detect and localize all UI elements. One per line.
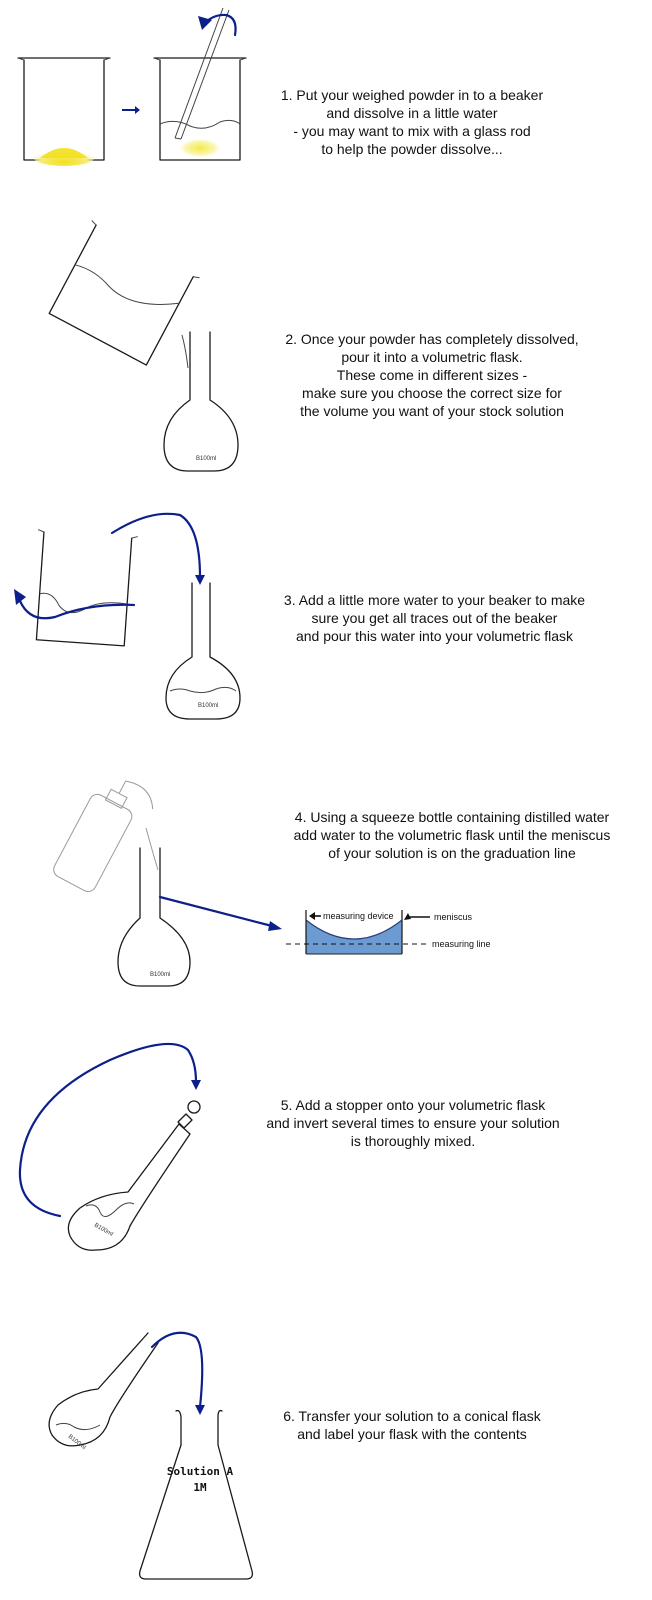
step-3-illustration: B100ml [14,512,241,720]
step-2-instructions: 2. Once your powder has completely disso… [262,330,602,420]
text-line: and label your flask with the contents [297,1426,527,1442]
text-line: and dissolve in a little water [326,105,498,121]
step-4: B100ml measuring device meniscus meas [0,770,652,1000]
text-line: 2. Once your powder has completely disso… [285,331,579,347]
water-stream [145,827,159,871]
step-4-illustration: B100ml measuring device meniscus meas [53,780,491,987]
flask-label: B100ml [198,703,218,709]
flask-label: B100ml [93,1223,114,1238]
text-line: is thoroughly mixed. [350,1133,476,1149]
measuring-line-label: measuring line [432,939,491,949]
stopper [187,1100,201,1114]
conical-flask-label-concentration: 1M [193,1481,207,1494]
step-6: B100ml Solution A 1M 6. Transfer your so… [0,1325,652,1595]
stoppered-volumetric-flask: B100ml [67,1100,201,1251]
step-2-illustration: B100ml [48,220,239,472]
step-3-instructions: 3. Add a little more water to your beake… [262,591,607,645]
stir-arrow-icon [198,13,237,37]
meniscus-liquid [306,920,402,954]
step-5: B100ml 5. Add a stopper onto your volume… [0,1040,652,1270]
step-1-illustration [17,7,247,166]
flask-label: B100ml [150,972,170,978]
step-6-instructions: 6. Transfer your solution to a conical f… [262,1407,562,1443]
powder-pile [40,148,88,158]
transfer-arrow-icon [150,1331,205,1415]
conical-flask: Solution A 1M [138,1409,254,1580]
zoom-arrow-icon [158,895,282,931]
pour-stream [181,334,189,369]
text-line: sure you get all traces out of the beake… [311,610,558,626]
text-line: 4. Using a squeeze bottle containing dis… [294,809,610,825]
meniscus-pointer-icon [404,913,430,920]
volumetric-flask: B100ml [165,582,241,720]
text-line: 3. Add a little more water to your beake… [283,592,586,608]
swirl-arrow-icon [14,589,136,620]
step-1-instructions: 1. Put your weighed powder in to a beake… [262,86,562,158]
pour-arrow-icon [110,512,205,585]
text-line: of your solution is on the graduation li… [328,845,576,861]
text-line: - you may want to mix with a glass rod [293,123,531,139]
invert-arrow-icon [18,1042,201,1218]
step-5-illustration: B100ml [18,1042,201,1251]
text-line: add water to the volumetric flask until … [293,827,611,843]
text-line: pour it into a volumetric flask. [341,349,523,365]
beaker-with-solution [153,7,247,161]
text-line: to help the powder dissolve... [321,141,503,157]
conical-flask-label-name: Solution A [167,1465,234,1478]
rinse-beaker [35,529,138,647]
meniscus-diagram: measuring device meniscus measuring line [286,910,491,955]
text-line: make sure you choose the correct size fo… [302,385,562,401]
text-line: and invert several times to ensure your … [266,1115,560,1131]
volumetric-flask: B100ml [163,331,239,472]
tilted-beaker [48,220,200,366]
step-6-illustration: B100ml Solution A 1M [48,1331,254,1580]
flask-label: B100ml [196,456,216,462]
step-3: B100ml 3. Add a little more water to you… [0,505,652,725]
measuring-device-pointer-icon [309,912,321,920]
squeeze-bottle [53,780,154,893]
meniscus-label: meniscus [434,912,473,922]
step-5-instructions: 5. Add a stopper onto your volumetric fl… [248,1096,578,1150]
text-line: and pour this water into your volumetric… [295,628,573,644]
measuring-device-label: measuring device [323,911,394,921]
text-line: 6. Transfer your solution to a conical f… [283,1408,541,1424]
right-arrow-icon [122,106,140,114]
text-line: 1. Put your weighed powder in to a beake… [280,87,544,103]
volumetric-flask: B100ml [117,847,191,987]
flask-label: B100ml [67,1434,87,1451]
step-1: 1. Put your weighed powder in to a beake… [0,0,652,200]
beaker-with-powder [17,57,111,166]
text-line: 5. Add a stopper onto your volumetric fl… [280,1097,546,1113]
step-2: B100ml 2. Once your powder has completel… [0,220,652,480]
text-line: the volume you want of your stock soluti… [300,403,564,419]
text-line: These come in different sizes - [336,367,528,383]
step-4-instructions: 4. Using a squeeze bottle containing dis… [262,808,642,862]
tilted-volumetric-flask: B100ml [48,1332,159,1451]
